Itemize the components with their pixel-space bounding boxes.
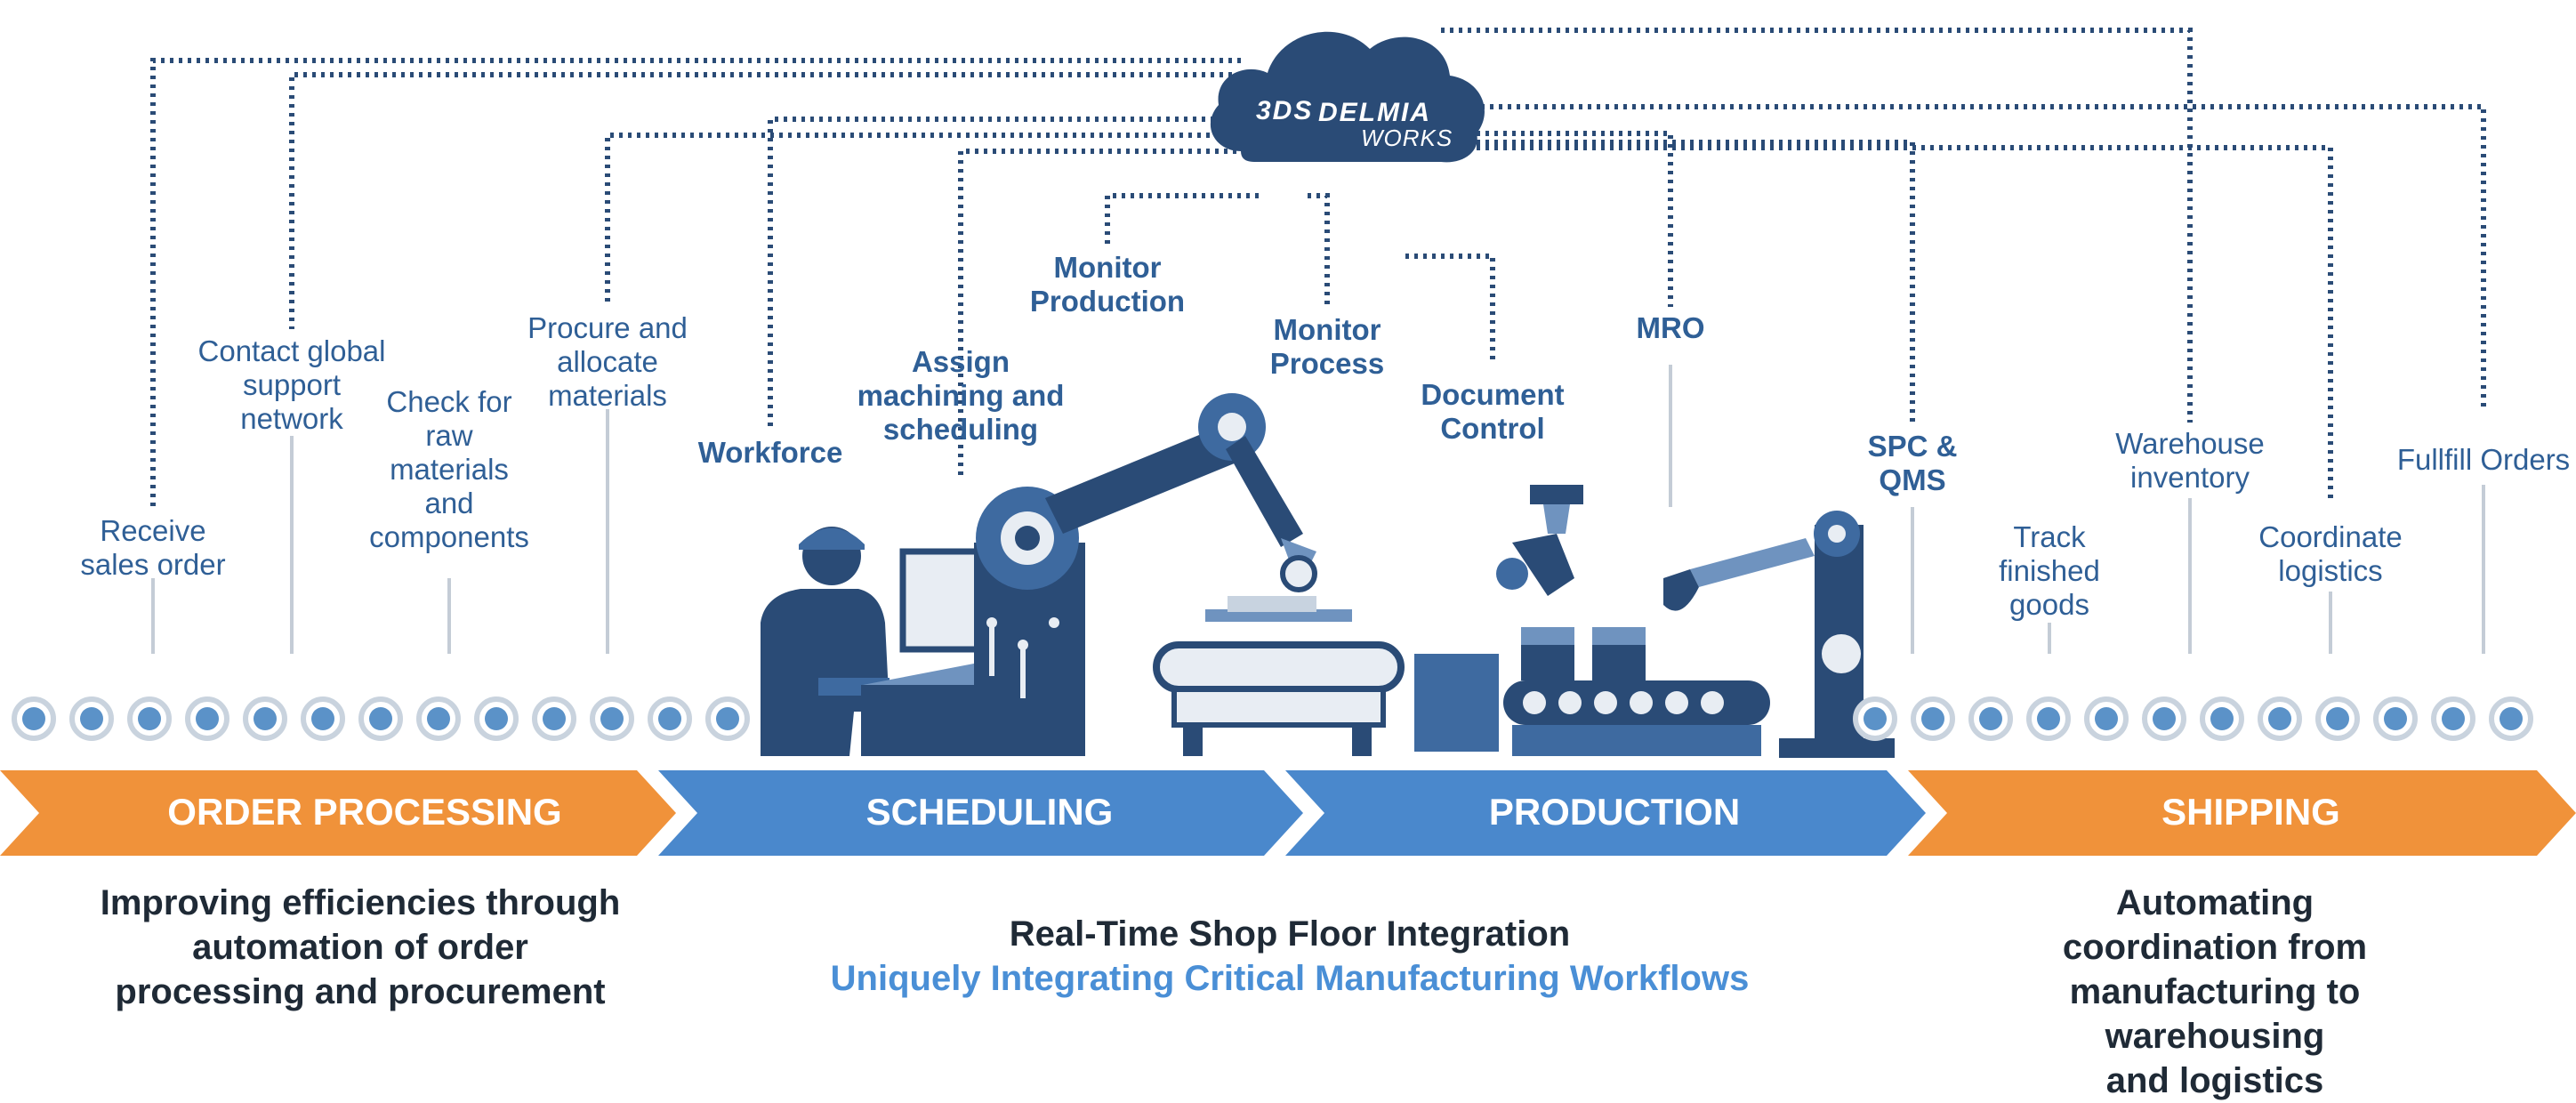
task-label-fulfill: Fullfill Orders [2396, 443, 2571, 476]
timeline-dot [416, 696, 461, 741]
stage-label-scheduling: SCHEDULING [865, 791, 1114, 833]
timeline-dots [12, 696, 2533, 741]
timeline-dot [1968, 696, 2013, 741]
delmia-logo-mark: 3DS [1256, 96, 1313, 126]
connector-fulfill [1472, 104, 2486, 409]
connector-receive [150, 58, 1241, 509]
timeline-dot [12, 696, 56, 741]
factory-illustration [761, 393, 1895, 758]
stage-label-production: PRODUCTION [1488, 791, 1741, 833]
connector-spc [1468, 140, 1915, 425]
connector-warehouse [1441, 28, 2193, 423]
delmia-brand-name: DELMIA [1318, 98, 1431, 127]
workflow-diagram: 3DS DELMIA WORKS Receive sales order Cont… [0, 28, 2576, 1100]
timeline-dot [2373, 696, 2418, 741]
shipping-description: Automating coordination from manufacturi… [2062, 883, 2368, 1100]
task-label-track: Track finished goods [1999, 520, 2100, 621]
connector-mro [1477, 131, 1673, 307]
press-machine [1496, 485, 1583, 596]
connector-coordinate [1477, 145, 2333, 498]
timeline-dot [185, 696, 229, 741]
timeline-dot [705, 696, 750, 741]
timeline-dot [358, 696, 403, 741]
timeline-dot [1911, 696, 1955, 741]
cloud-connectors [150, 28, 2486, 509]
task-label-document: Document Control [1421, 378, 1565, 445]
delmia-brand-sub: WORKS [1361, 125, 1453, 151]
stage-label-shipping: SHIPPING [2161, 791, 2340, 833]
computer-workstation [861, 548, 982, 756]
task-label-contact: Contact global support network [197, 334, 386, 435]
connector-assign [958, 149, 1254, 476]
stage-label-order-processing: ORDER PROCESSING [167, 791, 562, 833]
connector-monitor-production [1105, 193, 1259, 247]
cloud-shape [1210, 31, 1485, 163]
worker-figure [761, 527, 890, 756]
conveyor-belt-2 [1414, 627, 1770, 756]
connector-contact [289, 72, 1232, 329]
chevron-production [1285, 770, 1926, 856]
timeline-dot [2315, 696, 2360, 741]
task-label-procure: Procure and allocate materials [527, 311, 688, 412]
label-drop-lines [151, 365, 2485, 654]
chevron-shipping [1908, 770, 2576, 856]
timeline-dot [2489, 696, 2533, 741]
timeline-dot [69, 696, 114, 741]
timeline-dot [2258, 696, 2302, 741]
center-description-line2: Uniquely Integrating Critical Manufactur… [830, 959, 1750, 998]
timeline-dot [301, 696, 345, 741]
task-label-coordinate: Coordinate logistics [2258, 520, 2403, 587]
task-label-warehouse: Warehouse inventory [2115, 427, 2265, 494]
ds-logo-icon: 3DS [1256, 96, 1314, 125]
timeline-dot [243, 696, 287, 741]
conveyor-belt-1 [1153, 555, 1405, 756]
timeline-dot [2084, 696, 2129, 741]
task-label-workforce: Workforce [697, 436, 843, 469]
chevron-order-processing [0, 770, 676, 856]
connector-workforce [768, 117, 1241, 431]
connector-monitor-process [1308, 193, 1330, 307]
center-description-line1: Real-Time Shop Floor Integration [1009, 914, 1571, 954]
timeline-dot [127, 696, 172, 741]
stage-chevrons [0, 770, 2576, 856]
task-label-monitor-process: Monitor Process [1269, 313, 1385, 380]
timeline-dot [2200, 696, 2244, 741]
task-label-spc: SPC & QMS [1867, 430, 1958, 496]
chevron-scheduling [658, 770, 1303, 856]
task-label-monitor-production: Monitor Production [1029, 251, 1186, 318]
task-label-check: Check for raw materials and components [369, 385, 529, 553]
timeline-dot [590, 696, 634, 741]
timeline-dot [648, 696, 692, 741]
timeline-dot [2142, 696, 2186, 741]
task-label-receive: Receive sales order [80, 514, 226, 581]
task-label-assign: Assign machining and scheduling [857, 345, 1065, 446]
timeline-dot [1853, 696, 1897, 741]
timeline-dot [2026, 696, 2071, 741]
connector-document [1405, 254, 1495, 365]
timeline-dot [2431, 696, 2475, 741]
task-label-mro: MRO [1636, 311, 1705, 344]
diagram-graphics [0, 28, 2576, 856]
order-processing-description: Improving efficiencies through automatio… [100, 883, 621, 1011]
timeline-dot [474, 696, 519, 741]
timeline-dot [532, 696, 576, 741]
